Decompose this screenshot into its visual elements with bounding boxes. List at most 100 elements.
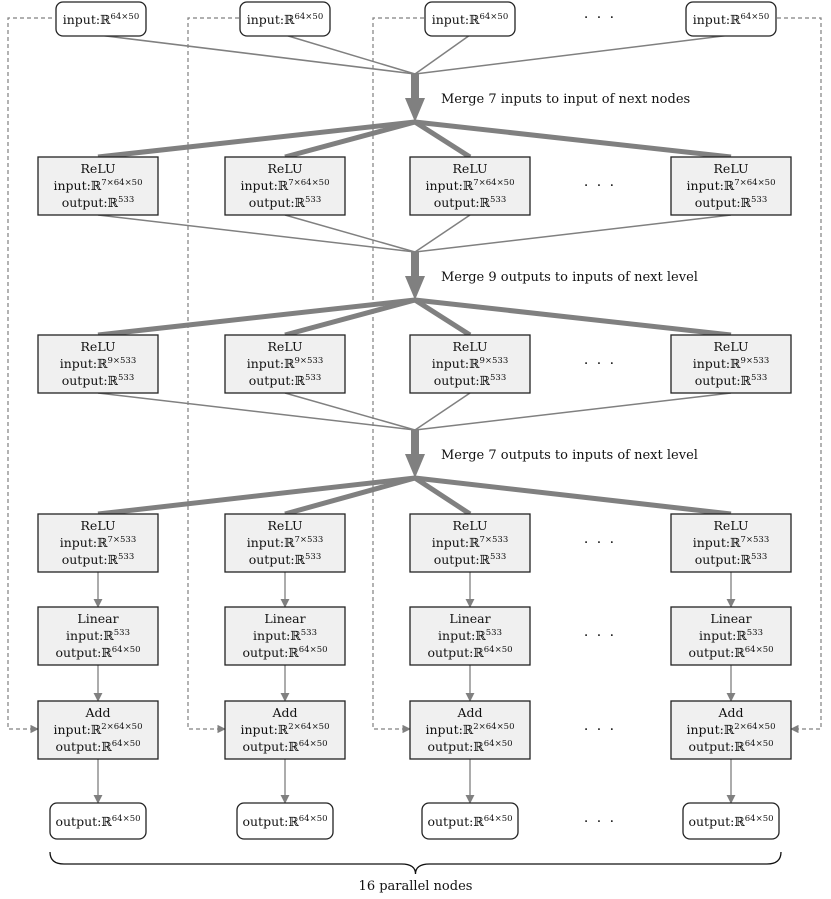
merge-line-2-2 — [284, 214, 416, 253]
output-node-label-4-sup: 64×50 — [745, 814, 774, 824]
merge-line-3-4 — [414, 392, 732, 431]
node-title-l5-3: Add — [456, 705, 482, 720]
input-node-label-2-sup: 64×50 — [294, 12, 323, 22]
node-input-l3-2-prefix: input:ℝ — [247, 535, 295, 550]
fanout-line-3-1 — [97, 475, 416, 517]
output-node-2 — [236, 802, 334, 840]
input-node-label-4-prefix: input:ℝ — [693, 12, 741, 27]
node-input-l4-2: input:ℝ533 — [253, 628, 317, 643]
node-output-l1-3-prefix: output:ℝ — [434, 195, 491, 210]
output-node-label-1-prefix: output:ℝ — [55, 814, 112, 829]
merge-line-1-4 — [414, 34, 732, 75]
node-input-l4-3-prefix: input:ℝ — [438, 628, 486, 643]
output-node-label-3-sup: 64×50 — [484, 814, 513, 824]
node-box-l4-1 — [37, 606, 159, 666]
node-box-l4-2 — [224, 606, 346, 666]
node-output-l4-2: output:ℝ64×50 — [242, 645, 327, 660]
ellipsis-level-2: · · · — [584, 356, 616, 372]
node-box-l1-3 — [409, 156, 531, 216]
footer-label: 16 parallel nodes — [359, 879, 473, 894]
node-output-l1-3: output:ℝ533 — [434, 195, 507, 210]
input-node-label-4: input:ℝ64×50 — [693, 12, 770, 27]
fanout-line-1-1 — [97, 119, 416, 160]
merge-line-3-1 — [97, 392, 416, 431]
node-box-l1-2 — [224, 156, 346, 216]
node-title-l3-4: ReLU — [714, 518, 749, 533]
merge-arrow-2 — [405, 252, 425, 300]
skip-connection-3 — [372, 17, 424, 734]
node-output-l1-1-prefix: output:ℝ — [62, 195, 119, 210]
node-box-l2-3 — [409, 334, 531, 394]
merge-line-1-3 — [414, 34, 471, 75]
output-node-3 — [421, 802, 519, 840]
input-node-label-1-sup: 64×50 — [110, 12, 139, 22]
merge-line-2-4 — [414, 214, 732, 253]
node-output-l1-2: output:ℝ533 — [249, 195, 322, 210]
node-output-l5-2-prefix: output:ℝ — [242, 739, 299, 754]
node-input-l2-3-prefix: input:ℝ — [432, 356, 480, 371]
node-output-l1-4: output:ℝ533 — [695, 195, 768, 210]
node-input-l1-3-prefix: input:ℝ — [425, 178, 473, 193]
skip-connection-2 — [187, 17, 239, 734]
merge-arrow-1 — [405, 74, 425, 122]
node-output-l5-3-sup: 64×50 — [484, 739, 513, 749]
node-input-l2-1: input:ℝ9×533 — [60, 356, 137, 371]
node-input-l1-1-prefix: input:ℝ — [53, 178, 101, 193]
node-output-l2-4-prefix: output:ℝ — [695, 373, 752, 388]
node-output-l3-4: output:ℝ533 — [695, 552, 768, 567]
node-output-l5-3: output:ℝ64×50 — [427, 739, 512, 754]
fanout-line-2-4 — [414, 297, 732, 338]
node-output-l1-2-prefix: output:ℝ — [249, 195, 306, 210]
output-node-1 — [49, 802, 147, 840]
output-node-label-2-sup: 64×50 — [299, 814, 328, 824]
node-output-l3-2-prefix: output:ℝ — [249, 552, 306, 567]
node-input-l4-3-sup: 533 — [486, 628, 502, 638]
node-output-l2-3-prefix: output:ℝ — [434, 373, 491, 388]
node-input-l1-3-sup: 7×64×50 — [473, 178, 514, 188]
node-input-l1-4: input:ℝ7×64×50 — [686, 178, 775, 193]
node-output-l3-3: output:ℝ533 — [434, 552, 507, 567]
node-input-l2-2-prefix: input:ℝ — [247, 356, 295, 371]
ellipsis-level-3: · · · — [584, 535, 616, 551]
input-node-label-1: input:ℝ64×50 — [63, 12, 140, 27]
node-input-l5-2-prefix: input:ℝ — [240, 722, 288, 737]
node-input-l5-4: input:ℝ2×64×50 — [686, 722, 775, 737]
input-node-label-2: input:ℝ64×50 — [247, 12, 324, 27]
brace — [49, 851, 782, 875]
node-box-l5-1 — [37, 700, 159, 760]
node-box-l1-1 — [37, 156, 159, 216]
node-title-l5-1: Add — [84, 705, 110, 720]
output-node-4 — [682, 802, 780, 840]
node-output-l5-2-sup: 64×50 — [299, 739, 328, 749]
node-title-l5-4: Add — [717, 705, 743, 720]
fanout-line-2-2 — [284, 297, 416, 338]
node-input-l2-1-sup: 9×533 — [107, 356, 136, 366]
node-box-l1-4 — [670, 156, 792, 216]
node-input-l3-4-prefix: input:ℝ — [693, 535, 741, 550]
node-input-l3-2-sup: 7×533 — [294, 535, 323, 545]
node-output-l5-3-prefix: output:ℝ — [427, 739, 484, 754]
node-output-l2-4-sup: 533 — [751, 373, 767, 383]
fanout-line-1-4 — [414, 119, 732, 160]
node-input-l5-4-prefix: input:ℝ — [686, 722, 734, 737]
node-title-l1-1: ReLU — [81, 161, 116, 176]
node-title-l3-2: ReLU — [268, 518, 303, 533]
node-output-l4-3-prefix: output:ℝ — [427, 645, 484, 660]
output-node-label-2: output:ℝ64×50 — [242, 814, 327, 829]
node-input-l3-3-sup: 7×533 — [479, 535, 508, 545]
node-input-l5-3-prefix: input:ℝ — [425, 722, 473, 737]
node-output-l4-1: output:ℝ64×50 — [55, 645, 140, 660]
node-input-l4-1-sup: 533 — [114, 628, 130, 638]
fanout-line-1-3 — [413, 119, 472, 160]
node-output-l1-3-sup: 533 — [490, 195, 506, 205]
node-output-l3-4-sup: 533 — [751, 552, 767, 562]
ellipsis-level-5: · · · — [584, 722, 616, 738]
merge-line-3-3 — [414, 392, 471, 431]
fanout-line-3-3 — [413, 475, 472, 517]
node-title-l4-2: Linear — [264, 611, 305, 626]
node-input-l2-2: input:ℝ9×533 — [247, 356, 324, 371]
node-output-l4-4-sup: 64×50 — [745, 645, 774, 655]
node-output-l2-1-sup: 533 — [118, 373, 134, 383]
node-output-l3-2-sup: 533 — [305, 552, 321, 562]
